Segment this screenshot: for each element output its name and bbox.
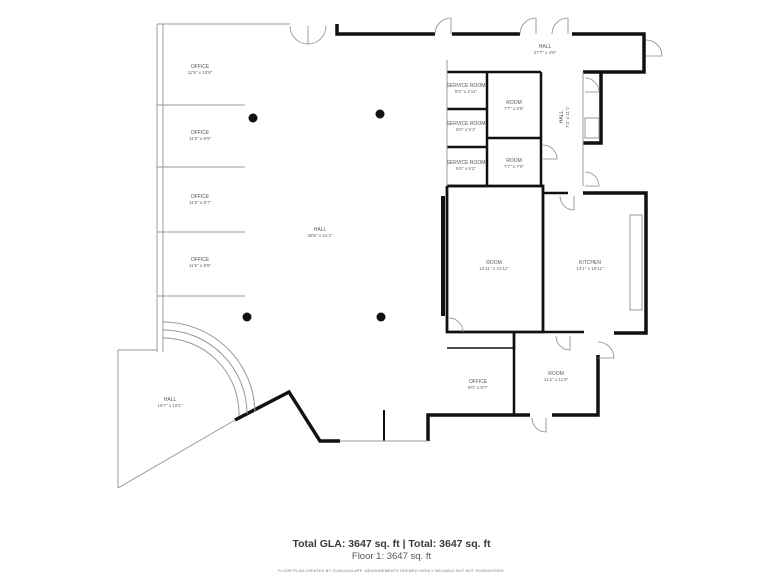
exterior-walls [234,24,648,443]
room-dimensions: 7'3" x 11'1" [565,105,570,129]
room-dimensions: 14'1" x 18'11" [576,266,604,271]
total-area-summary: Total GLA: 3647 sq. ft | Total: 3647 sq.… [292,538,491,550]
room-dimensions: 9'0" x 9'7" [467,385,489,390]
room-name: SERVICE ROOM [446,83,486,89]
room-dimensions: 11'2" x 11'8" [543,377,569,382]
room-name: OFFICE [190,130,210,136]
room-name: OFFICE [190,194,210,200]
room-name: ROOM [506,158,522,164]
room-name: OFFICE [190,64,210,70]
room-dimensions: 38'5" x 51'2" [307,233,333,238]
room-dimensions: 11'5" x 8'7" [188,200,212,205]
room-dimensions: 16'7" x 18'1" [157,403,183,408]
room-name: ROOM [548,371,564,377]
room-name: OFFICE [190,257,210,263]
room-name: KITCHEN [579,260,601,266]
room-dimensions: 5'0" x 5'2" [455,166,477,171]
room-dimensions: 7'7" x 8'6" [503,106,525,111]
room-name: ROOM [506,100,522,106]
thin-walls [117,23,643,489]
room-dimensions: 11'5" x 8'6" [188,136,212,141]
room-dimensions: 5'0" x 5'1" [455,127,477,132]
room-dimensions: 27'7" x 4'9" [533,50,557,55]
room-dimensions: 7'7" x 7'0" [503,164,525,169]
room-dimensions: 12'11" x 21'11" [479,266,509,271]
columns [242,109,386,322]
room-name: HALL [313,227,327,233]
room-name: ROOM [486,260,502,266]
room-name: HALL [163,397,177,403]
room-name: SERVICE ROOM [446,160,486,166]
room-dimensions: 11'5" x 8'6" [188,263,212,268]
disclaimer: Floor plan created by Cubicasa app. Meas… [277,569,505,573]
door-swings [289,17,663,433]
room-name: HALL [538,44,552,50]
room-name: OFFICE [468,379,488,385]
floor-area: Floor 1: 3647 sq. ft [351,551,432,562]
room-dimensions: 11'5" x 10'8" [187,70,213,75]
room-dimensions: 5'0" x 4'11" [454,89,478,94]
interior-walls [383,70,584,441]
room-name: SERVICE ROOM [446,121,486,127]
